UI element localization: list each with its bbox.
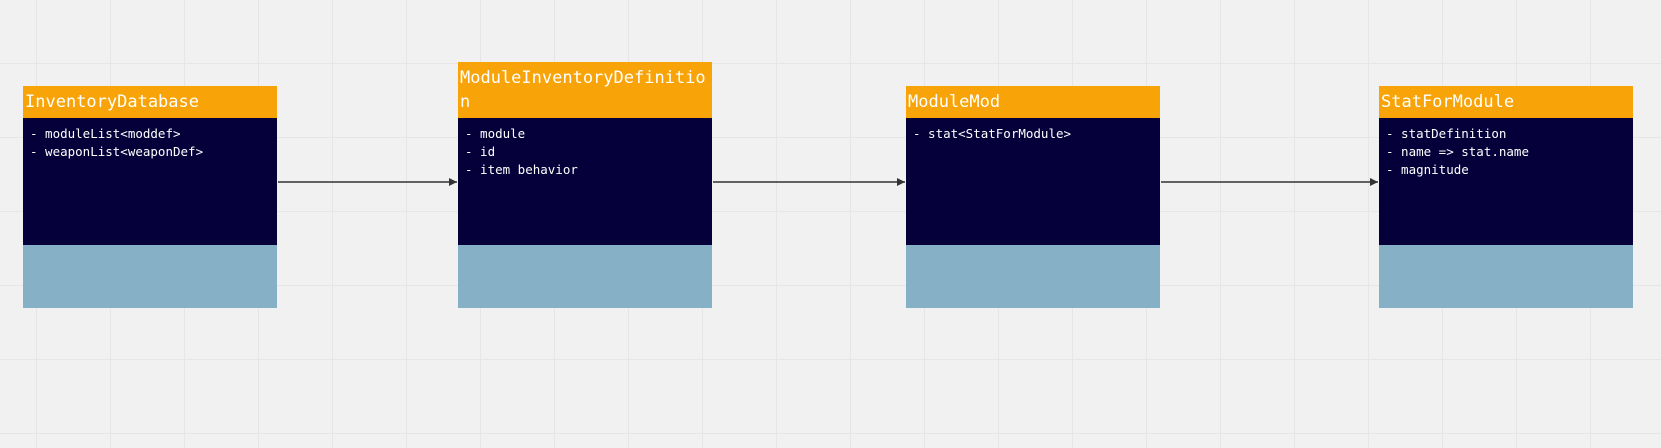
attribute: - item behavior xyxy=(465,162,578,177)
methods-section[interactable] xyxy=(458,245,712,308)
attributes-section[interactable]: - statDefinition - name => stat.name - m… xyxy=(1379,118,1633,245)
class-title[interactable]: ModuleMod xyxy=(906,86,1160,118)
attribute: - name => stat.name xyxy=(1386,144,1529,159)
class-module-inventory-definition[interactable]: ModuleInventoryDefinition - module - id … xyxy=(458,62,712,308)
attributes-section[interactable]: - stat<StatForModule> xyxy=(906,118,1160,245)
class-title[interactable]: StatForModule xyxy=(1379,86,1633,118)
attributes-section[interactable]: - moduleList<moddef> - weaponList<weapon… xyxy=(23,118,277,245)
methods-section[interactable] xyxy=(23,245,277,308)
attribute: - moduleList<moddef> xyxy=(30,126,181,141)
attribute: - stat<StatForModule> xyxy=(913,126,1072,141)
attribute: - module xyxy=(465,126,526,141)
class-inventory-database[interactable]: InventoryDatabase - moduleList<moddef> -… xyxy=(23,86,277,308)
class-title[interactable]: InventoryDatabase xyxy=(23,86,277,118)
class-title[interactable]: ModuleInventoryDefinition xyxy=(458,62,712,118)
attribute: - magnitude xyxy=(1386,162,1469,177)
attribute: - statDefinition xyxy=(1386,126,1507,141)
attributes-section[interactable]: - module - id - item behavior xyxy=(458,118,712,245)
class-stat-for-module[interactable]: StatForModule - statDefinition - name =>… xyxy=(1379,86,1633,308)
attribute: - weaponList<weaponDef> xyxy=(30,144,204,159)
class-module-mod[interactable]: ModuleMod - stat<StatForModule> xyxy=(906,86,1160,308)
attribute: - id xyxy=(465,144,496,159)
methods-section[interactable] xyxy=(1379,245,1633,308)
methods-section[interactable] xyxy=(906,245,1160,308)
